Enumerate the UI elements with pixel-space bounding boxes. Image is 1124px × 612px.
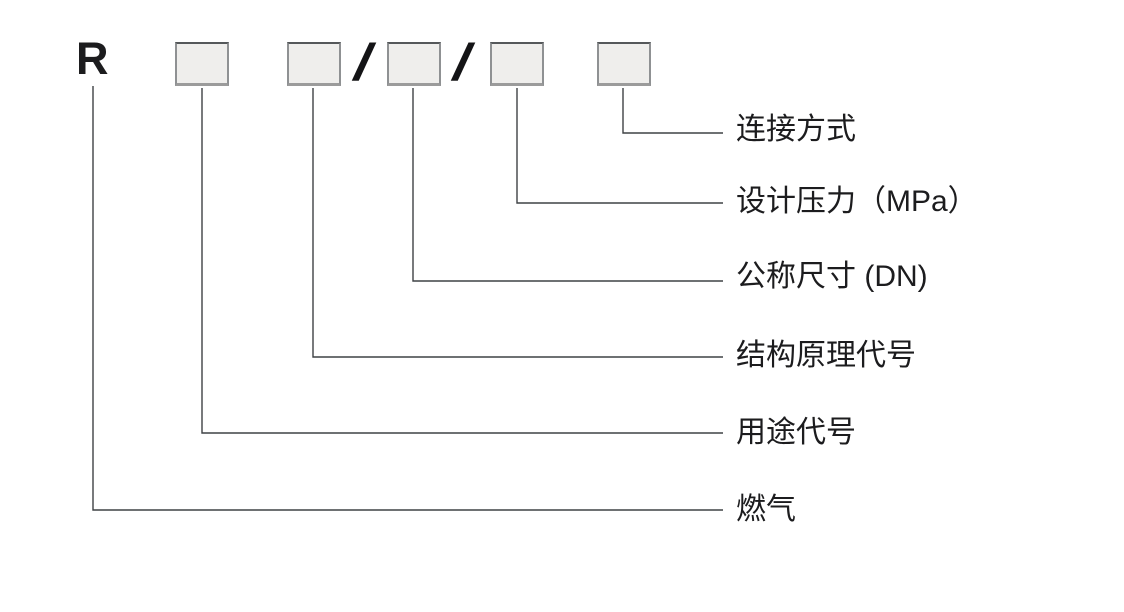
- code-box-design-pressure: [490, 42, 544, 86]
- code-box-nominal-size: [387, 42, 441, 86]
- label-nominal-size: 公称尺寸 (DN): [736, 260, 928, 293]
- label-usage-code: 用途代号: [736, 416, 856, 449]
- label-gas: 燃气: [736, 493, 796, 526]
- code-box-usage: [175, 42, 229, 86]
- label-connection-type: 连接方式: [736, 113, 856, 146]
- prefix-letter: R: [76, 33, 109, 84]
- label-design-pressure: 设计压力（MPa）: [736, 185, 978, 218]
- connector-line-structure-code: [312, 88, 723, 358]
- code-box-structure: [287, 42, 341, 86]
- code-box-connection-type: [597, 42, 651, 86]
- connector-line-gas: [92, 86, 723, 511]
- connector-line-design-pressure: [516, 88, 723, 204]
- connector-line-connection-type: [622, 88, 723, 134]
- connector-line-nominal-size: [412, 88, 723, 282]
- connector-line-usage-code: [201, 88, 723, 434]
- label-structure-code: 结构原理代号: [736, 339, 916, 372]
- separator-slash-2: /: [450, 34, 476, 92]
- separator-slash-1: /: [351, 34, 377, 92]
